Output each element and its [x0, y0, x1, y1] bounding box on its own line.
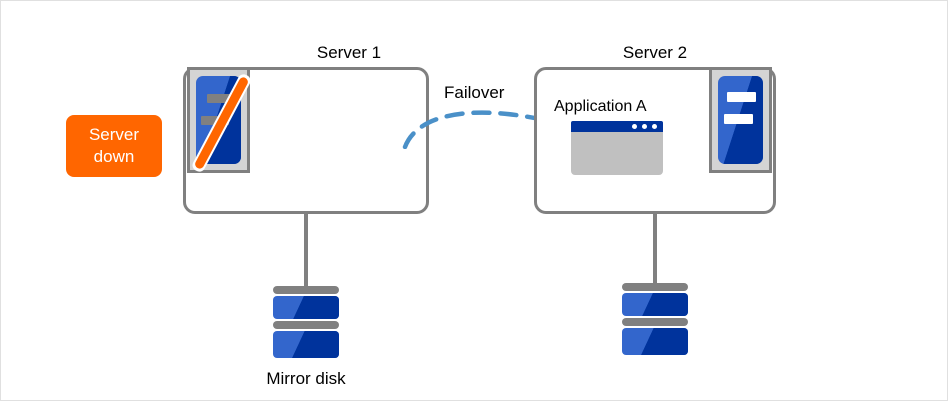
- disk-bar-mid: [273, 321, 339, 329]
- status-badge-server-down[interactable]: Server down: [66, 115, 162, 177]
- disk-bar-mid: [622, 318, 688, 326]
- application-window-titlebar: [571, 121, 663, 132]
- mirror-disk-caption: Mirror disk: [266, 369, 346, 388]
- window-dot-2: [642, 124, 647, 129]
- mirror-disk-server1[interactable]: [273, 286, 339, 358]
- server2-disk-connector: [653, 214, 657, 287]
- disk-block-top: [622, 293, 688, 316]
- failover-label: Failover: [444, 83, 505, 102]
- server2-unit-icon[interactable]: [709, 67, 772, 173]
- window-dot-3: [652, 124, 657, 129]
- server2-title: Server 2: [622, 43, 688, 62]
- status-badge-line2: down: [93, 147, 135, 166]
- server1-title: Server 1: [316, 43, 382, 62]
- application-window-body: [571, 132, 663, 175]
- window-dot-1: [632, 124, 637, 129]
- disk-bar-top: [273, 286, 339, 294]
- server1-unit-icon[interactable]: [187, 67, 253, 174]
- disk-block-bot: [622, 328, 688, 355]
- disk-block-top: [273, 296, 339, 319]
- status-badge-line1: Server: [88, 125, 140, 144]
- mirror-disk-server2[interactable]: [622, 283, 688, 355]
- application-label: Application A: [554, 98, 647, 115]
- server1-disk-connector: [304, 214, 308, 290]
- disk-block-bot: [273, 331, 339, 358]
- application-window-icon[interactable]: [571, 121, 663, 175]
- disk-bar-top: [622, 283, 688, 291]
